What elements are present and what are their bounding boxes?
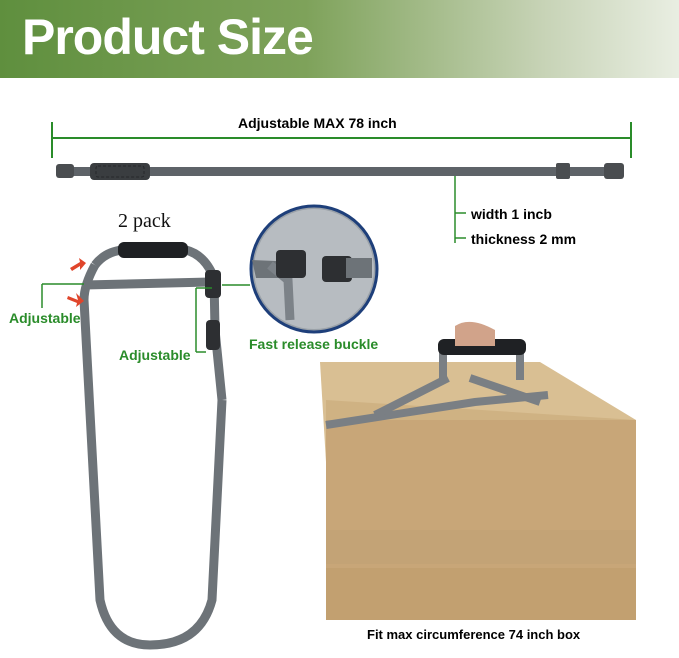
adjustable-left-label: Adjustable — [9, 310, 81, 326]
header-banner: Product Size — [0, 0, 679, 78]
carrier-handle — [118, 242, 188, 258]
thickness-label: thickness 2 mm — [471, 231, 577, 247]
adjustable-center-bracket — [195, 287, 212, 353]
carrier-strap-loop — [79, 245, 227, 650]
cardboard-box — [320, 362, 636, 620]
carrier-buckle — [205, 270, 221, 350]
pack-label: 2 pack — [118, 210, 171, 232]
max-length-label: Adjustable MAX 78 inch — [238, 115, 397, 131]
strap-full-length — [56, 163, 624, 180]
box-strap — [325, 352, 549, 429]
buckle-label: Fast release buckle — [249, 336, 379, 352]
width-leader-line — [454, 176, 466, 243]
adjustable-left-leader — [41, 283, 84, 308]
banner-title: Product Size — [22, 9, 314, 65]
box-caption: Fit max circumference 74 inch box — [367, 627, 581, 642]
length-dimension-line — [51, 122, 632, 158]
adjustable-center-label: Adjustable — [119, 347, 191, 363]
box-handle — [438, 321, 526, 355]
width-label: width 1 incb — [471, 206, 552, 222]
buckle-zoom-circle — [249, 204, 379, 334]
